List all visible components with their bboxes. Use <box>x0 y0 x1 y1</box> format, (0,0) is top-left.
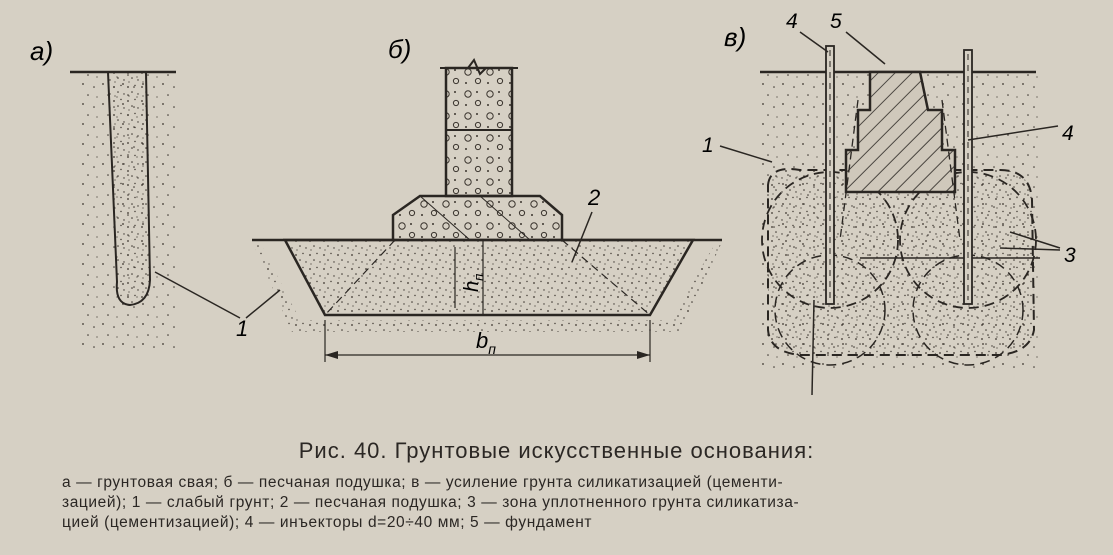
leader-line-4-left <box>799 31 829 53</box>
panel-c-label: в) <box>724 22 746 52</box>
h-symbol: h <box>461 281 483 292</box>
leader-line-4-right <box>967 125 1059 141</box>
foundation-hatch <box>846 72 955 192</box>
figure-caption: Рис. 40. Грунтовые искусственные основан… <box>298 438 815 463</box>
b-symbol: b <box>476 328 488 353</box>
arrow-b-left <box>325 351 338 359</box>
label-1-c: 1 <box>702 134 714 157</box>
arrow-b-right <box>637 351 650 359</box>
panel-b-sand-cushion: б) hп bп 2 1 <box>236 34 722 362</box>
b-subscript: п <box>488 341 496 357</box>
weak-soil-b <box>252 242 722 332</box>
dimension-b-label: bп <box>476 328 496 357</box>
legend-line: зацией); 1 — слабый грунт; 2 — песчаная … <box>62 494 800 511</box>
leader-line-3b <box>999 247 1061 251</box>
leader-line-1b <box>245 289 281 319</box>
panel-c-silicatization: в) 4 5 4 1 3 <box>702 10 1076 396</box>
label-5: 5 <box>830 10 842 33</box>
column <box>444 66 514 198</box>
leader-line-1c <box>719 145 773 163</box>
cushion-diag-left <box>324 239 396 316</box>
zone-circle-left <box>761 171 899 309</box>
leader-line-3a <box>1009 231 1061 249</box>
h-subscript: п <box>471 274 486 281</box>
panel-a-label: а) <box>30 36 53 66</box>
footing-diag-1 <box>419 195 471 241</box>
leader-line-1a <box>154 271 241 319</box>
label-1-ab: 1 <box>236 316 248 341</box>
label-4-right: 4 <box>1062 122 1074 145</box>
footing <box>391 194 564 242</box>
column-break <box>440 58 518 76</box>
panel-a-soil-pile: а) <box>30 36 241 354</box>
soil-pile <box>106 71 152 307</box>
label-4-left: 4 <box>786 10 798 33</box>
injector-right <box>963 49 973 305</box>
figure-drawing: а) б) hп bп <box>30 10 1076 396</box>
compacted-zone-outline <box>767 168 1036 356</box>
label-3: 3 <box>1064 244 1076 267</box>
legend-line: цией (цементизацией); 4 — инъекторы d=20… <box>62 514 593 531</box>
label-2: 2 <box>587 185 600 210</box>
foundation-dashed-right <box>941 99 961 241</box>
leader-line-5 <box>845 31 886 65</box>
footing-diag-2 <box>479 195 531 241</box>
legend-line: а — грунтовая свая; б — песчаная подушка… <box>62 474 784 491</box>
dimension-h-label: hп <box>461 274 486 292</box>
injector-left <box>811 45 835 396</box>
sand-cushion <box>282 238 696 317</box>
figure-legend: а — грунтовая свая; б — песчаная подушка… <box>62 473 1102 533</box>
foundation-dashed-left <box>839 99 859 241</box>
panel-b-label: б) <box>388 34 411 64</box>
leader-line-2 <box>571 211 593 263</box>
cushion-diag-right <box>561 239 651 316</box>
